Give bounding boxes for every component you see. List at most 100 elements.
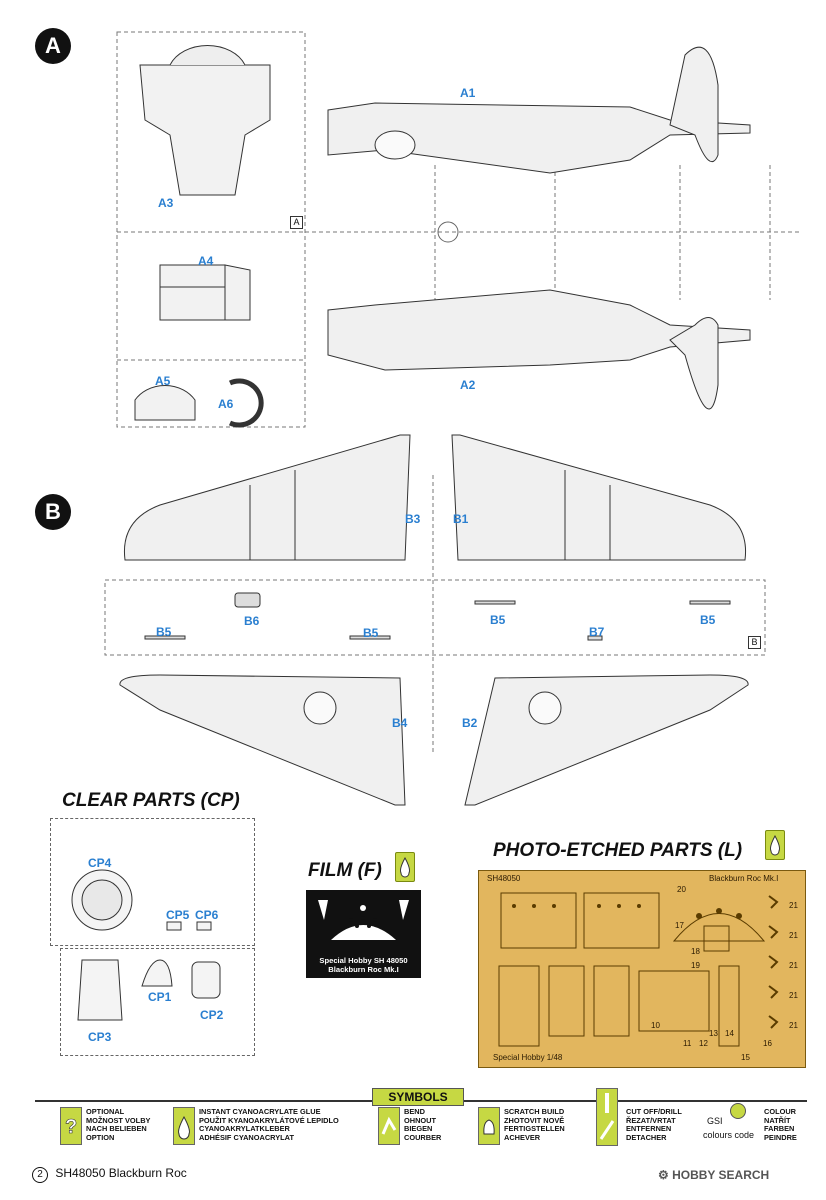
symbol-colour-line1: COLOUR <box>764 1107 797 1116</box>
footer: 2 SH48050 Blackburn Roc <box>32 1166 187 1183</box>
watermark-text: HOBBY SEARCH <box>672 1168 770 1182</box>
watermark: ⚙ HOBBY SEARCH <box>658 1168 769 1182</box>
pe-num-21c: 21 <box>789 961 798 970</box>
cut-drill-icon <box>596 1088 618 1146</box>
glue-drop-icon-pe <box>765 830 785 860</box>
part-b4-shape <box>119 674 406 806</box>
symbol-glue-line2: POUŽIT KYANOAKRYLÁTOVÉ LEPIDLO <box>199 1115 339 1125</box>
sprue-frame-a <box>116 31 800 428</box>
symbol-scratch-line3: FERTIGSTELLEN <box>504 1124 565 1134</box>
film-title: FILM (F) <box>308 860 382 881</box>
footer-text: SH48050 Blackburn Roc <box>55 1166 187 1180</box>
part-b5d-shape <box>689 600 731 605</box>
clear-label-cp3: CP3 <box>88 1030 112 1044</box>
symbol-cut-line2: ŘEZAT/VRTAT <box>626 1115 676 1125</box>
symbol-bend-line1: BEND <box>404 1107 425 1116</box>
part-label-b1: B1 <box>453 512 469 526</box>
section-a-badge: A <box>35 28 71 64</box>
part-label-b5-1: B5 <box>156 625 172 639</box>
bend-icon <box>378 1107 400 1145</box>
part-label-b5-2: B5 <box>363 626 379 640</box>
part-label-a5: A5 <box>155 374 171 388</box>
symbol-optional-line3: NACH BELIEBEN <box>86 1124 147 1134</box>
glue-icon <box>173 1107 195 1145</box>
pe-num-21b: 21 <box>789 931 798 940</box>
pe-num-21e: 21 <box>789 1021 798 1030</box>
symbol-optional-line4: OPTION <box>86 1132 115 1142</box>
film-caption: Special Hobby SH 48050 Blackburn Roc Mk.… <box>306 956 421 974</box>
sprue-tag-a: A <box>290 216 303 229</box>
scratch-build-icon <box>478 1107 500 1145</box>
symbol-colour-text: COLOUR NATŘÍT FARBEN PEINDRE <box>764 1107 797 1142</box>
pe-frets <box>498 892 779 1047</box>
part-b1-shape <box>451 434 747 561</box>
part-b5c-shape <box>474 600 516 605</box>
part-a2-shape <box>327 289 751 410</box>
part-label-a6: A6 <box>218 397 234 411</box>
symbol-scratch-text: SCRATCH BUILD ZHOTOVIT NOVĚ FERTIGSTELLE… <box>504 1107 565 1142</box>
part-label-b6: B6 <box>244 614 260 628</box>
colours-code-label: colours code <box>703 1130 755 1140</box>
pe-num-18: 18 <box>691 947 700 956</box>
part-a4-shape <box>159 264 251 321</box>
part-a5-shape <box>134 385 196 421</box>
sprue-tag-b: B <box>748 636 761 649</box>
glue-drop-icon <box>395 852 415 882</box>
symbol-optional-line2: MOŽNOST VOLBY <box>86 1115 151 1125</box>
watermark-logo-icon: ⚙ <box>658 1168 673 1182</box>
symbol-bend-line3: BIEGEN <box>404 1124 433 1134</box>
gsi-color-icon <box>730 1103 746 1119</box>
clear-parts-shapes <box>71 869 221 1021</box>
pe-num-21d: 21 <box>789 991 798 1000</box>
symbol-glue-text: INSTANT CYANOACRYLATE GLUE POUŽIT KYANOA… <box>199 1107 339 1142</box>
symbol-bend-line2: OHNOUT <box>404 1115 437 1125</box>
gsi-label: GSI <box>707 1116 723 1126</box>
pe-num-11: 11 <box>683 1039 692 1048</box>
symbol-cut-line1: CUT OFF/DRILL <box>626 1107 682 1116</box>
part-b6-shape <box>234 592 261 608</box>
photo-etched-title: PHOTO-ETCHED PARTS (L) <box>493 840 743 861</box>
part-a6-shape <box>228 378 264 428</box>
pe-num-20: 20 <box>677 885 686 894</box>
symbol-glue-line1: INSTANT CYANOACRYLATE GLUE <box>199 1107 321 1116</box>
clear-parts-title: CLEAR PARTS (CP) <box>62 790 240 811</box>
symbol-bend-line4: COURBER <box>404 1132 442 1142</box>
symbol-cut-text: CUT OFF/DRILL ŘEZAT/VRTAT ENTFERNEN DETA… <box>626 1107 682 1142</box>
part-label-b5-3: B5 <box>490 613 506 627</box>
symbols-title: SYMBOLS <box>372 1088 464 1106</box>
clear-label-cp6: CP6 <box>195 908 219 922</box>
film-instrument-panel <box>318 900 409 940</box>
symbol-bend-text: BEND OHNOUT BIEGEN COURBER <box>404 1107 442 1142</box>
part-b5a-shape <box>144 635 186 640</box>
clear-label-cp1: CP1 <box>148 990 172 1004</box>
part-label-a3: A3 <box>158 196 174 210</box>
clear-parts-frame-bottom <box>60 948 255 1056</box>
part-label-b2: B2 <box>462 716 478 730</box>
symbol-optional-line1: OPTIONAL <box>86 1107 125 1116</box>
pe-num-13: 13 <box>709 1029 718 1038</box>
pe-num-19: 19 <box>691 961 700 970</box>
pe-num-12: 12 <box>699 1039 708 1048</box>
symbol-glue-line4: ADHÉSIF CYANOACRYLAT <box>199 1132 294 1142</box>
part-label-a4: A4 <box>198 254 214 268</box>
part-b2-shape <box>464 674 749 806</box>
part-label-a1: A1 <box>460 86 476 100</box>
part-b3-shape <box>123 434 411 561</box>
symbol-colour-line3: FARBEN <box>764 1124 795 1134</box>
part-label-a2: A2 <box>460 378 476 392</box>
part-b7-shape <box>587 635 603 641</box>
clear-label-cp4: CP4 <box>88 856 112 870</box>
pe-model: Blackburn Roc Mk.I <box>709 874 779 883</box>
pe-num-10: 10 <box>651 1021 660 1030</box>
symbol-cut-line4: DETACHER <box>626 1132 667 1142</box>
pe-num-14: 14 <box>725 1029 734 1038</box>
page-number: 2 <box>32 1167 48 1183</box>
pe-num-17: 17 <box>675 921 684 930</box>
symbol-colour-line2: NATŘÍT <box>764 1115 791 1125</box>
photo-etched-sheet: SH48050 Blackburn Roc Mk.I Special Hobby… <box>478 870 806 1068</box>
film-sheet: Special Hobby SH 48050 Blackburn Roc Mk.… <box>306 890 421 978</box>
clear-label-cp2: CP2 <box>200 1008 224 1022</box>
part-label-b5-4: B5 <box>700 613 716 627</box>
pe-num-15: 15 <box>741 1053 750 1062</box>
symbol-scratch-line4: ACHEVER <box>504 1132 541 1142</box>
